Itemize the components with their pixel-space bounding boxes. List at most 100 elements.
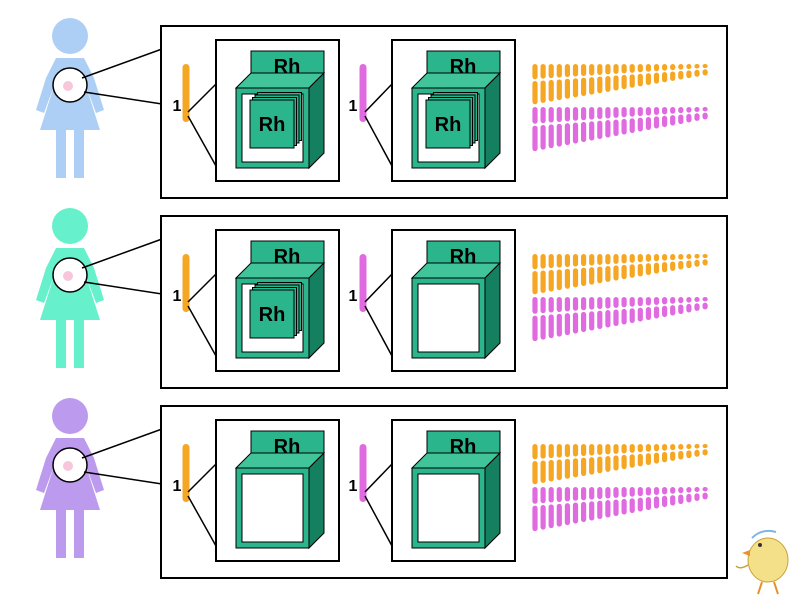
karyotype-orange-arm-p <box>670 254 676 261</box>
karyotype-pink-arm-q <box>678 494 684 504</box>
karyotype-pink-arm-p <box>678 297 684 304</box>
karyotype-pink-arm-p <box>653 487 660 495</box>
karyotype-orange-arm-p <box>540 254 546 269</box>
karyotype-orange-arm-p <box>629 254 635 263</box>
karyotype-pink-arm-q <box>589 501 595 521</box>
karyotype-orange-arm-p <box>532 254 538 270</box>
karyotype-orange-arm-p <box>581 64 587 77</box>
karyotype-orange-arm-p <box>694 444 700 449</box>
karyotype-pink-arm-p <box>645 487 651 496</box>
karyotype-pink-arm-q <box>637 117 643 132</box>
karyotype-orange-arm-q <box>662 262 668 273</box>
karyotype-orange-arm-p <box>629 64 635 73</box>
karyotype-pink-arm-q <box>613 499 619 517</box>
protein-label-text: Rh <box>259 114 286 136</box>
karyotype-pink-arm-p <box>556 297 562 312</box>
karyotype-pink-arm-p <box>532 487 538 504</box>
karyotype-pink-arm-q <box>597 500 603 520</box>
karyotype-pink-arm-p <box>645 297 651 306</box>
karyotype-orange-arm-q <box>637 263 643 277</box>
karyotype-pink-arm-q <box>621 118 627 135</box>
karyotype-orange-arm-p <box>645 254 651 262</box>
zoom-line <box>81 48 163 79</box>
karyotype-orange-arm-q <box>605 455 611 472</box>
zoom-line <box>187 273 217 303</box>
karyotype-pink-arm-p <box>532 297 538 314</box>
karyotype-orange-arm-q <box>572 268 579 288</box>
karyotype-pink-arm-p <box>613 107 619 118</box>
karyotype-orange-arm-p <box>564 444 570 458</box>
karyotype-orange-arm-q <box>686 70 692 79</box>
karyotype-pink-arm-q <box>605 310 611 328</box>
chick-eye <box>758 543 762 547</box>
karyotype-pink-arm-q <box>702 302 708 310</box>
karyotype-orange-arm-q <box>613 455 619 471</box>
karyotype-orange-arm-q <box>572 78 579 98</box>
karyotype-orange-arm-p <box>678 444 684 450</box>
karyotype-orange-arm-q <box>694 259 700 267</box>
karyotype-pink-arm-p <box>540 107 546 124</box>
karyotype-pink-arm-p <box>605 107 611 119</box>
karyotype-orange-arm-q <box>670 261 676 271</box>
karyotype-orange-arm-p <box>597 254 603 265</box>
karyotype-pink-arm-p <box>653 297 660 305</box>
karyotype-pink-arm-q <box>572 312 579 334</box>
karyotype-pink-arm-q <box>686 303 692 313</box>
karyotype-pink-arm-p <box>589 297 595 310</box>
chromosome-1-right <box>359 444 367 502</box>
karyotype-pink-arm-p <box>702 487 708 492</box>
karyotype-orange-arm-p <box>653 444 660 452</box>
zoom-line <box>83 471 163 485</box>
karyotype-pink-arm-p <box>548 297 554 313</box>
karyotype-pink-arm-p <box>548 107 554 123</box>
karyotype-orange-arm-p <box>556 254 562 268</box>
karyotype-orange-arm-q <box>629 264 635 278</box>
karyotype-orange-arm-p <box>686 254 692 260</box>
crate-opening <box>417 473 480 543</box>
karyotype-pink-arm-q <box>678 304 684 314</box>
karyotype-pink-arm-p <box>621 297 627 308</box>
karyotype-orange-arm-p <box>678 64 684 70</box>
karyotype-orange-arm-p <box>597 444 603 455</box>
karyotype-orange-arm-q <box>686 450 692 459</box>
karyotype-pink-arm-q <box>540 314 546 340</box>
karyotype-orange-arm-q <box>686 260 692 269</box>
karyotype-pink-arm-p <box>548 487 554 503</box>
cell-nucleus <box>63 81 73 91</box>
karyotype-pink-arm-q <box>605 120 611 138</box>
zoom-line <box>187 83 217 113</box>
karyotype-pink-arm-p <box>605 487 611 499</box>
karyotype-pink-arm-q <box>702 492 708 500</box>
karyotype-pink-arm-q <box>564 503 570 526</box>
karyotype-pink-arm-q <box>670 305 676 316</box>
karyotype-orange-arm-p <box>645 64 651 72</box>
karyotype-orange-arm-q <box>605 265 611 282</box>
karyotype-pink-arm-p <box>702 107 708 112</box>
karyotype-orange-arm-q <box>702 259 708 266</box>
karyotype-orange-arm-q <box>653 72 660 84</box>
karyotype-orange-arm-q <box>556 459 562 481</box>
karyotype-orange-arm-q <box>589 457 595 475</box>
karyotype-pink-arm-p <box>589 107 595 120</box>
karyotype-orange-arm-p <box>621 254 627 264</box>
karyotype-pink-arm-q <box>548 314 554 339</box>
karyotype-orange-arm-p <box>613 64 619 74</box>
karyotype-pink-arm-p <box>572 297 579 311</box>
karyotype-pink-arm-p <box>694 487 700 493</box>
karyotype-pink-arm-q <box>556 123 562 147</box>
karyotype-orange-arm-q <box>613 265 619 281</box>
karyotype-pink-arm-p <box>670 487 676 494</box>
karyotype-orange-arm-q <box>532 81 538 105</box>
karyotype-orange-arm-p <box>540 444 546 459</box>
karyotype-pink-arm-p <box>645 107 651 116</box>
karyotype-orange-arm-q <box>581 457 587 476</box>
zoom-line <box>81 428 163 459</box>
karyotype-orange-arm-q <box>637 453 643 467</box>
woman-leg-right <box>74 128 84 178</box>
karyotype-orange-arm-p <box>621 444 627 454</box>
karyotype-pink-arm-p <box>678 107 684 114</box>
karyotype-pink-arm-q <box>662 495 668 507</box>
karyotype-pink-arm-p <box>662 487 668 495</box>
karyotype-pink-arm-q <box>589 311 595 331</box>
